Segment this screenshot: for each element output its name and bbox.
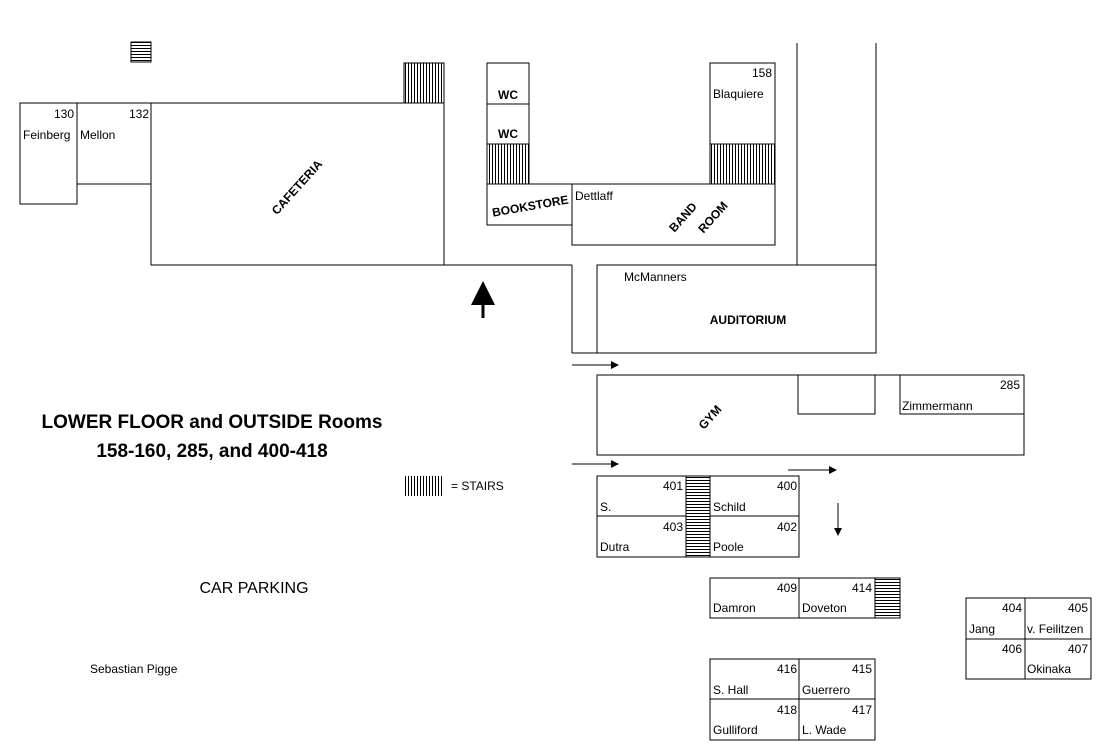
auditorium-label: AUDITORIUM bbox=[710, 313, 786, 327]
room-417 bbox=[798, 698, 876, 741]
room-132-number: 132 bbox=[129, 107, 149, 121]
auditorium-room bbox=[596, 264, 877, 354]
wc-label-2: WC bbox=[498, 127, 518, 141]
room-406-number: 406 bbox=[1002, 642, 1022, 656]
room-404-name: Jang bbox=[969, 622, 995, 636]
room-405-name: v. Feilitzen bbox=[1027, 622, 1083, 636]
room-407 bbox=[1024, 638, 1092, 680]
room-404-number: 404 bbox=[1002, 601, 1022, 615]
gym-room bbox=[596, 374, 1025, 456]
room-418-number: 418 bbox=[777, 703, 797, 717]
room-label: ROOM bbox=[695, 199, 730, 236]
room-415-name: Guerrero bbox=[802, 683, 850, 697]
room-285-number: 285 bbox=[1000, 378, 1020, 392]
room-402-number: 402 bbox=[777, 520, 797, 534]
room-414-number: 414 bbox=[852, 581, 872, 595]
room-402-name: Poole bbox=[713, 540, 744, 554]
cafeteria-label: CAFETERIA bbox=[269, 157, 326, 218]
room-409-name: Damron bbox=[713, 601, 756, 615]
stairs-icon bbox=[874, 577, 901, 619]
room-417-name: L. Wade bbox=[802, 723, 847, 737]
room-400-name: Schild bbox=[713, 500, 746, 514]
room-407-name: Okinaka bbox=[1027, 662, 1071, 676]
room-407-number: 407 bbox=[1068, 642, 1088, 656]
band-room bbox=[571, 183, 776, 246]
room-158-name: Blaquiere bbox=[713, 87, 764, 101]
car-parking-label: CAR PARKING bbox=[199, 580, 308, 597]
room-402 bbox=[709, 515, 800, 558]
author-label: Sebastian Pigge bbox=[90, 662, 178, 676]
bookstore-label: BOOKSTORE bbox=[491, 192, 569, 219]
wc-label-1: WC bbox=[498, 88, 518, 102]
map-title-line2: 158-160, 285, and 400-418 bbox=[96, 441, 327, 462]
room-400-number: 400 bbox=[777, 479, 797, 493]
room-416-number: 416 bbox=[777, 662, 797, 676]
room-416-name: S. Hall bbox=[713, 683, 748, 697]
room-403-number: 403 bbox=[663, 520, 683, 534]
mcmanners-label: McManners bbox=[624, 270, 687, 284]
map-title-line1: LOWER FLOOR and OUTSIDE Rooms bbox=[42, 412, 383, 433]
stairs-icon bbox=[405, 476, 443, 496]
room-409-number: 409 bbox=[777, 581, 797, 595]
gym-label: GYM bbox=[696, 402, 725, 432]
room-158-number: 158 bbox=[752, 66, 772, 80]
stairs-icon bbox=[130, 41, 152, 63]
room-285 bbox=[899, 374, 1025, 415]
dettlaff-label: Dettlaff bbox=[575, 189, 613, 203]
stairs-icon bbox=[403, 62, 445, 104]
room-285-name: Zimmermann bbox=[902, 399, 973, 413]
room-401-number: 401 bbox=[663, 479, 683, 493]
room-132-name: Mellon bbox=[80, 128, 115, 142]
room-405-number: 405 bbox=[1068, 601, 1088, 615]
legend-label: = STAIRS bbox=[451, 479, 504, 493]
stairs-icon bbox=[709, 143, 776, 185]
room-130-name: Feinberg bbox=[23, 128, 70, 142]
room-130-number: 130 bbox=[54, 107, 74, 121]
band-label: BAND bbox=[666, 200, 700, 235]
stairs-icon bbox=[486, 143, 530, 185]
room-414-name: Doveton bbox=[802, 601, 847, 615]
stairs-icon bbox=[685, 475, 711, 558]
room-401-name: S. bbox=[600, 500, 611, 514]
room-417-number: 417 bbox=[852, 703, 872, 717]
room-403-name: Dutra bbox=[600, 540, 630, 554]
room-415-number: 415 bbox=[852, 662, 872, 676]
room-418-name: Gulliford bbox=[713, 723, 758, 737]
